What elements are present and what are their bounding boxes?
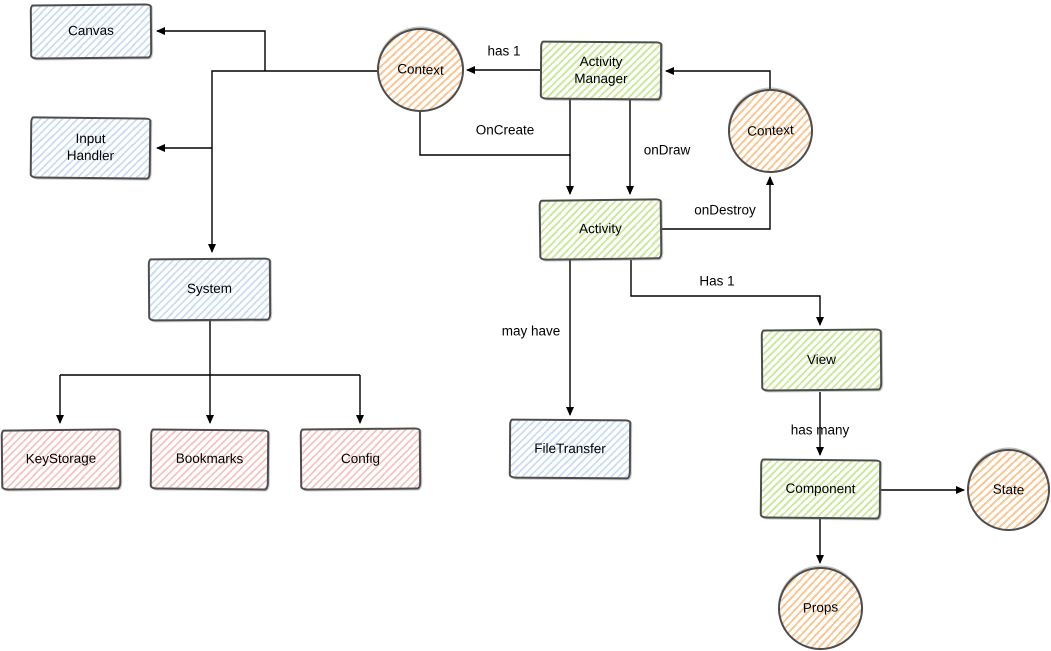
node-view[interactable]: View <box>760 328 883 392</box>
node-context-top-label: Context <box>397 60 445 78</box>
node-state-label: State <box>992 481 1025 498</box>
edge-label-hasmany: has many <box>790 422 850 438</box>
edge-label-ondestroy: onDestroy <box>694 202 756 218</box>
edge-label-has-1-view: Has 1 <box>699 273 735 289</box>
node-system[interactable]: System <box>147 257 272 322</box>
edge-label-mayhave: may have <box>501 323 561 339</box>
node-system-label: System <box>186 280 233 297</box>
node-keystorage-label: KeyStorage <box>25 450 97 467</box>
edge-ondestroy[interactable] <box>661 176 774 230</box>
node-component-label: Component <box>785 480 856 496</box>
node-activity-manager[interactable]: Activity Manager <box>539 40 663 101</box>
node-context-right-label: Context <box>746 121 794 139</box>
edge-label-ondraw: onDraw <box>643 142 691 158</box>
node-bookmarks-label: Bookmarks <box>175 450 244 467</box>
node-canvas[interactable]: Canvas <box>29 3 153 60</box>
edge-label-oncreate: OnCreate <box>475 122 535 138</box>
node-component[interactable]: Component <box>759 458 882 520</box>
node-canvas-label: Canvas <box>68 22 114 39</box>
node-filetransfer-label: FileTransfer <box>534 440 606 456</box>
node-bookmarks[interactable]: Bookmarks <box>149 428 270 491</box>
edge-context-to-canvas[interactable] <box>156 27 266 71</box>
edge-contextright-to-activitymanager[interactable] <box>665 67 771 89</box>
edge-context-to-system[interactable] <box>208 70 377 253</box>
node-view-label: View <box>806 351 837 367</box>
edge-oncreate[interactable] <box>419 110 574 195</box>
edge-has1-view[interactable] <box>630 260 824 326</box>
node-config-label: Config <box>340 450 381 466</box>
edge-system-branch[interactable] <box>60 320 360 376</box>
node-config[interactable]: Config <box>299 427 422 491</box>
node-activity-manager-label: Activity Manager <box>574 53 628 86</box>
node-filetransfer[interactable]: FileTransfer <box>508 418 632 480</box>
node-input-handler-label: Input Handler <box>66 130 115 164</box>
node-keystorage[interactable]: KeyStorage <box>0 428 122 491</box>
node-activity-label: Activity <box>579 220 622 237</box>
edge-label-has-1: has 1 <box>487 43 521 59</box>
node-props-label: Props <box>802 599 839 616</box>
node-activity[interactable]: Activity <box>538 198 663 261</box>
node-input-handler[interactable]: Input Handler <box>29 116 152 180</box>
